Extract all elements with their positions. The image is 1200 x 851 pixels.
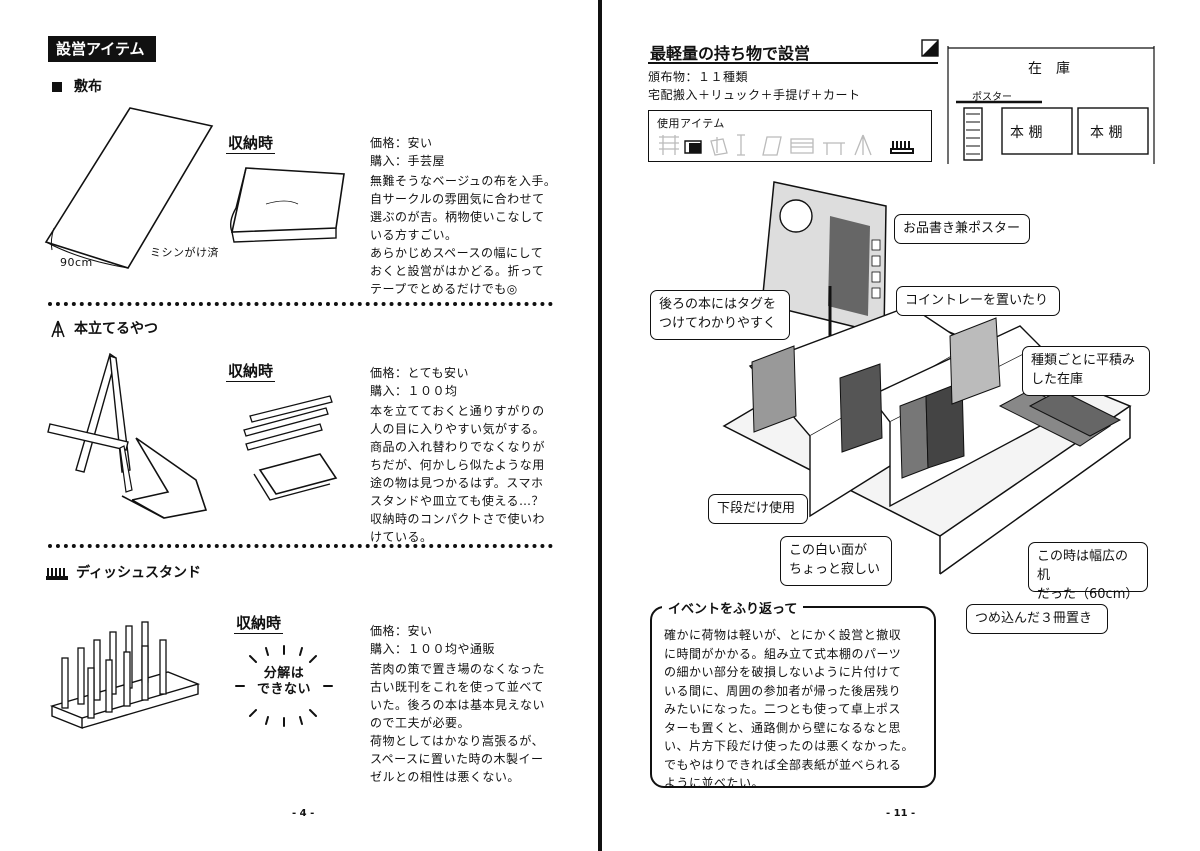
map-stock-label: 在 庫 bbox=[1028, 61, 1070, 77]
used-items-icons bbox=[659, 134, 914, 156]
dish-stand-description: 苦肉の策で置き場のなくなった 古い既刊をこれを使って並べて いた。後ろの本は基本… bbox=[370, 662, 546, 784]
callout-three-books: つめ込んだ３冊置き bbox=[966, 604, 1108, 634]
dish-stand-icon bbox=[46, 568, 68, 580]
map-shelf-label: 本 棚 bbox=[1090, 125, 1123, 141]
easel-icon bbox=[51, 320, 65, 338]
cloth-price: 価格：安い 購入：手芸屋 bbox=[370, 136, 446, 168]
folded-easel-illustration bbox=[243, 395, 338, 501]
dish-stand-price: 価格：安い 購入：１００均や通販 bbox=[370, 624, 496, 656]
used-items-label: 使用アイテム bbox=[657, 117, 725, 130]
used-items-box: 使用アイテム bbox=[648, 110, 932, 162]
page-title: 最軽量の持ち物で設営 bbox=[650, 44, 811, 63]
booth-map bbox=[947, 46, 1155, 164]
burst-stamp-icon bbox=[235, 645, 333, 727]
easel-illustration bbox=[47, 352, 208, 519]
easel-description: 本を立てておくと通りすがりの 人の目に入りやすい気がする。 商品の入れ替わりでな… bbox=[370, 404, 546, 544]
title-rule bbox=[648, 62, 938, 64]
callout-lower-only: 下段だけ使用 bbox=[708, 494, 808, 524]
storage-label-cloth: 収納時 bbox=[226, 134, 276, 154]
book-spine bbox=[598, 0, 602, 851]
map-shelf-label: 本 棚 bbox=[1010, 125, 1043, 141]
cloth-size-label: 90cm bbox=[60, 256, 93, 269]
page-number-left: - 4 - bbox=[292, 808, 315, 819]
section-title-easel: 本立てるやつ bbox=[50, 318, 158, 338]
page-number-right: - 11 - bbox=[886, 808, 916, 819]
cloth-description: 無難そうなベージュの布を入手。 自サークルの雰囲気に合わせて 選ぶのが吉。柄物使… bbox=[370, 174, 557, 296]
review-title: イベントをふり返って bbox=[662, 598, 804, 617]
distribution-info: 頒布物：１１種類 宅配搬入＋リュック＋手提げ＋カート bbox=[648, 70, 861, 102]
section-divider bbox=[48, 302, 553, 306]
section-title-cloth: 敷布 bbox=[52, 76, 102, 96]
callout-stock-flat: 種類ごとに平積み した在庫 bbox=[1022, 346, 1150, 396]
cannot-disassemble-stamp: 分解は できない bbox=[256, 666, 311, 697]
storage-label-dish-stand: 収納時 bbox=[234, 614, 284, 634]
corner-mark-icon bbox=[921, 39, 939, 57]
callout-white-face: この白い面が ちょっと寂しい bbox=[780, 536, 892, 586]
storage-label-easel: 収納時 bbox=[226, 362, 276, 382]
section-title-dish-stand: ディッシュスタンド bbox=[46, 562, 201, 582]
page-header: 設営アイテム bbox=[48, 36, 156, 62]
easel-price: 価格：とても安い 購入：１００均 bbox=[370, 366, 470, 398]
callout-desk-width: この時は幅広の机 だった（60cm） bbox=[1028, 542, 1148, 602]
callout-tags: 後ろの本にはタグを つけてわかりやすく bbox=[650, 290, 790, 340]
section-divider bbox=[48, 544, 553, 548]
folded-cloth-illustration bbox=[229, 167, 345, 243]
review-body: 確かに荷物は軽いが、とにかく設営と撤収 に時間がかかる。組み立て式本棚のパーツ … bbox=[664, 628, 915, 790]
square-bullet-icon bbox=[52, 82, 62, 92]
cloth-illustration bbox=[44, 107, 214, 269]
callout-poster: お品書き兼ポスター bbox=[894, 214, 1030, 244]
map-poster-label: ポスター bbox=[972, 92, 1012, 103]
dish-stand-illustration bbox=[49, 621, 201, 730]
callout-coin-tray: コイントレーを置いたり bbox=[896, 286, 1060, 316]
cloth-hem-label: ミシンがけ済 bbox=[150, 246, 219, 259]
